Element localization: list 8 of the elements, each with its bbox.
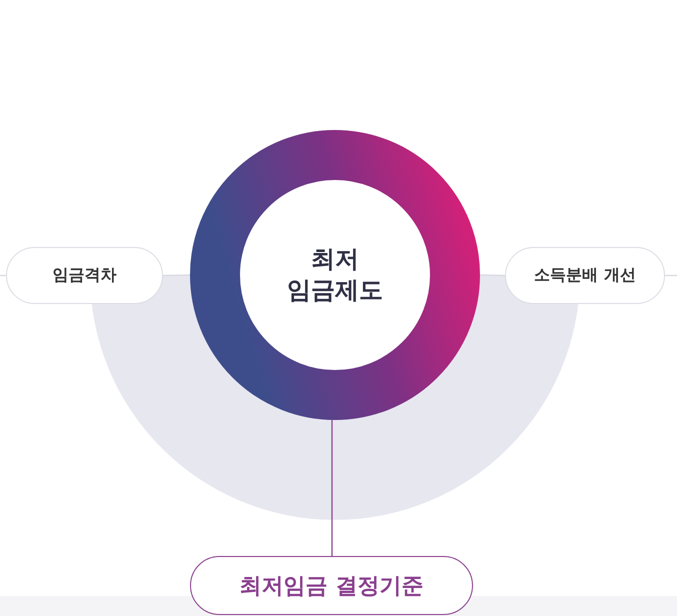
connector-line <box>665 274 677 276</box>
connector-line <box>0 274 6 276</box>
node-label: 최저임금 결정기준 <box>240 572 424 600</box>
ring-node <box>190 130 480 420</box>
connector-line <box>331 420 333 556</box>
node-label: 소득분배 개선 <box>534 265 636 286</box>
node-label: 임금격차 <box>52 265 116 286</box>
node-label: 최저 임금제도 <box>286 244 384 306</box>
